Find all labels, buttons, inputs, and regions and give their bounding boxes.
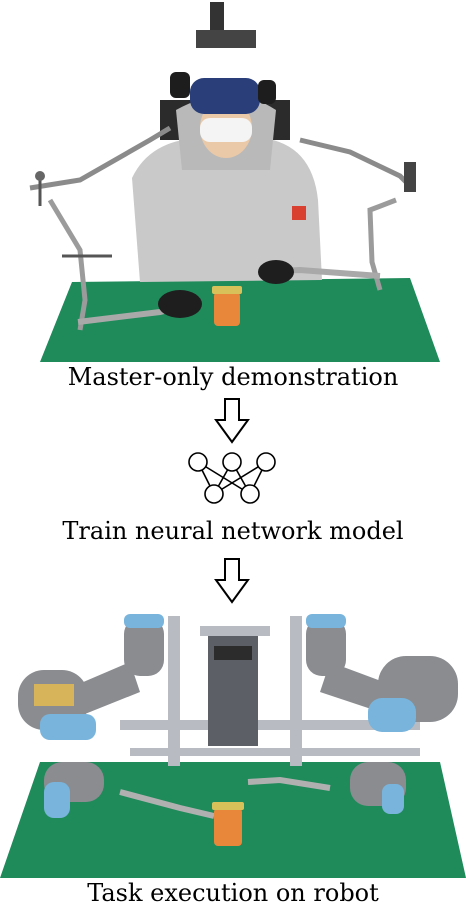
aluminum-frame (120, 616, 420, 766)
caption-train-model: Train neural network model (62, 517, 404, 545)
left-marker (35, 171, 45, 181)
left-lower-rig (47, 198, 88, 331)
down-arrow-icon (214, 398, 250, 444)
tracker-mount (196, 30, 256, 48)
left-glove (158, 290, 202, 318)
robot-execution-photo (0, 612, 466, 878)
right-gripper (247, 776, 331, 791)
right-arm-rig (299, 137, 412, 188)
caption-master-demonstration: Master-only demonstration (67, 363, 399, 391)
caption-task-execution: Task execution on robot (87, 879, 379, 907)
left-robot-arm (18, 614, 164, 818)
master-demonstration-photo (0, 0, 466, 362)
jar (214, 292, 240, 326)
left-gripper (119, 789, 215, 819)
down-arrow-icon (214, 558, 250, 604)
right-robot-arm (306, 614, 458, 814)
master-demonstration-illustration (29, 2, 440, 362)
hoodie (132, 138, 322, 282)
vr-headset (190, 78, 260, 114)
left-arm-rig (29, 125, 172, 191)
jar (214, 808, 242, 846)
face-mask (200, 118, 252, 142)
robot-execution-illustration (0, 614, 466, 878)
headset-strap-left (170, 72, 190, 98)
right-glove (258, 260, 294, 284)
neural-network-icon (188, 452, 276, 504)
hoodie-logo (292, 206, 306, 220)
headset-strap-right (258, 80, 276, 104)
